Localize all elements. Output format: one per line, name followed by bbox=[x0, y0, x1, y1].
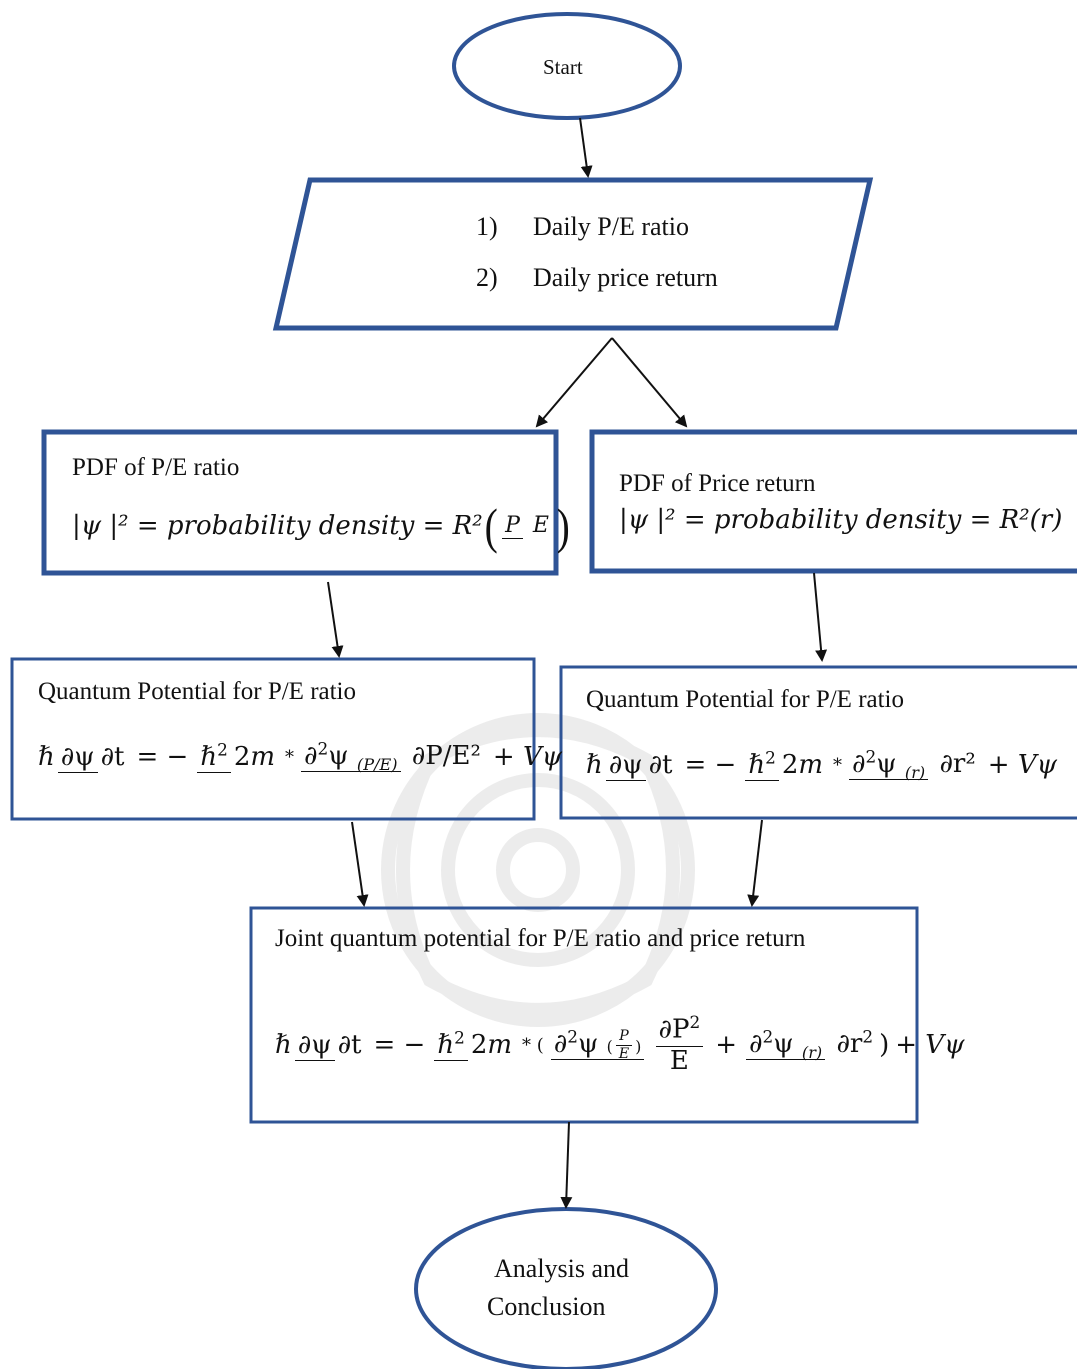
pdf-price-equation: |ψ |² = probability density = R²(r) bbox=[619, 505, 1063, 535]
qp-pe-denominator: ∂P/E² bbox=[411, 740, 481, 771]
pdf-price-title: PDF of Price return bbox=[619, 470, 816, 497]
pe-fraction-denominator: E bbox=[532, 513, 549, 539]
joint-title: Joint quantum potential for P/E ratio an… bbox=[275, 925, 806, 952]
arrow-joint-to-end bbox=[560, 1121, 573, 1209]
left-paren: ( bbox=[484, 498, 498, 554]
end-label-line1: Analysis and bbox=[494, 1254, 630, 1283]
end-label-line2: Conclusion bbox=[487, 1292, 606, 1321]
qp-pe-box bbox=[10, 657, 536, 821]
qp-pe-subscript: (P/E) bbox=[356, 755, 398, 775]
qp-price-subscript: (r) bbox=[904, 763, 926, 783]
arrow-start-to-input bbox=[579, 117, 593, 178]
pdf-price-box bbox=[589, 429, 1077, 574]
start-label: Start bbox=[543, 55, 583, 79]
arrow-pdf-pe-to-qp-pe bbox=[327, 581, 344, 658]
qp-price-box bbox=[559, 665, 1077, 820]
input-item-2-text: Daily price return bbox=[533, 263, 718, 292]
input-item-2-number: 2) bbox=[476, 263, 498, 292]
pdf-pe-equation: |ψ |² = probability density = R² ( P E ) bbox=[72, 486, 571, 566]
qp-price-title: Quantum Potential for P/E ratio bbox=[586, 686, 905, 713]
pe-fraction-numerator: P bbox=[502, 513, 523, 540]
arrow-qp-price-to-joint bbox=[747, 819, 763, 907]
pdf-pe-title: PDF of P/E ratio bbox=[72, 454, 240, 481]
pe-fraction: P E bbox=[502, 513, 552, 540]
input-item-1-text: Daily P/E ratio bbox=[533, 212, 689, 241]
joint-box bbox=[249, 906, 919, 1124]
input-parallelogram-shape bbox=[272, 177, 874, 331]
pdf-pe-box bbox=[41, 429, 559, 576]
arrow-pdf-price-to-qp-price bbox=[813, 572, 828, 662]
input-item-1-number: 1) bbox=[476, 212, 498, 241]
start-node-shape bbox=[452, 12, 682, 120]
arrow-input-to-pdf-pe bbox=[535, 337, 613, 428]
watermark bbox=[381, 713, 695, 1027]
qp-price-denominator: ∂r² bbox=[939, 748, 976, 779]
qp-pe-title: Quantum Potential for P/E ratio bbox=[38, 678, 357, 705]
arrow-input-to-pdf-price bbox=[611, 337, 688, 428]
arrow-qp-pe-to-joint bbox=[351, 821, 369, 907]
pdf-pe-equation-lhs: |ψ |² = probability density = R² bbox=[72, 511, 483, 541]
right-paren: ) bbox=[556, 498, 570, 554]
end-node-shape bbox=[414, 1207, 718, 1369]
